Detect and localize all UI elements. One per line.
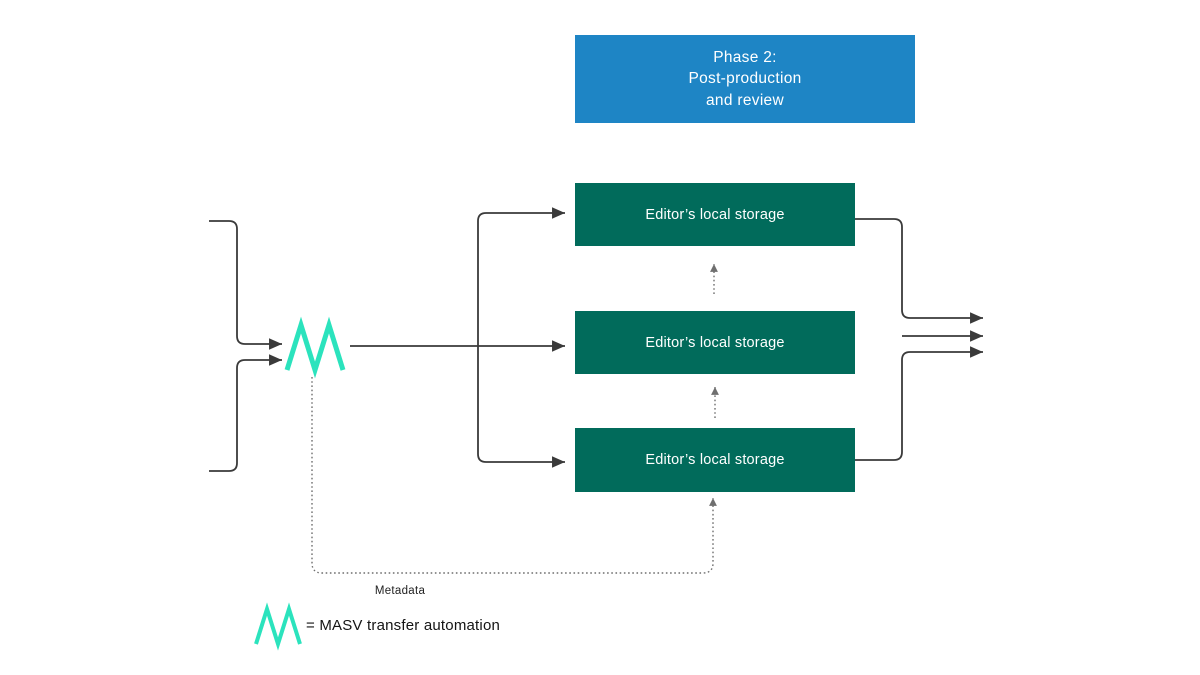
- connector-branch-bottom: [477, 346, 565, 468]
- masv-zigzag-icon: [284, 316, 346, 379]
- editor-storage-box-2: Editor’s local storage: [575, 311, 855, 374]
- masv-legend-icon: [254, 602, 302, 651]
- phase-box-line-3: and review: [706, 91, 784, 109]
- editor-storage-label-3: Editor’s local storage: [645, 452, 785, 468]
- phase-box-line-1: Phase 2:: [713, 48, 777, 66]
- connector-box1-out: [855, 218, 983, 324]
- metadata-label: Metadata: [374, 585, 426, 597]
- connector-source-top: [209, 220, 282, 350]
- editor-storage-label-2: Editor’s local storage: [645, 334, 785, 351]
- editor-storage-box-3: Editor’s local storage: [575, 428, 855, 492]
- dotted-metadata-path: [311, 377, 717, 574]
- phase-box-line-2: Post-production: [688, 70, 802, 88]
- editor-storage-box-1: Editor’s local storage: [575, 183, 855, 246]
- connector-box3-out: [855, 346, 983, 461]
- editor-storage-label-1: Editor’s local storage: [645, 206, 785, 223]
- connector-branch-top: [477, 207, 565, 346]
- legend-text: = MASV transfer automation: [306, 617, 501, 634]
- connector-source-bottom: [209, 354, 282, 472]
- phase-2-header-box: Phase 2: Post-production and review: [575, 35, 915, 123]
